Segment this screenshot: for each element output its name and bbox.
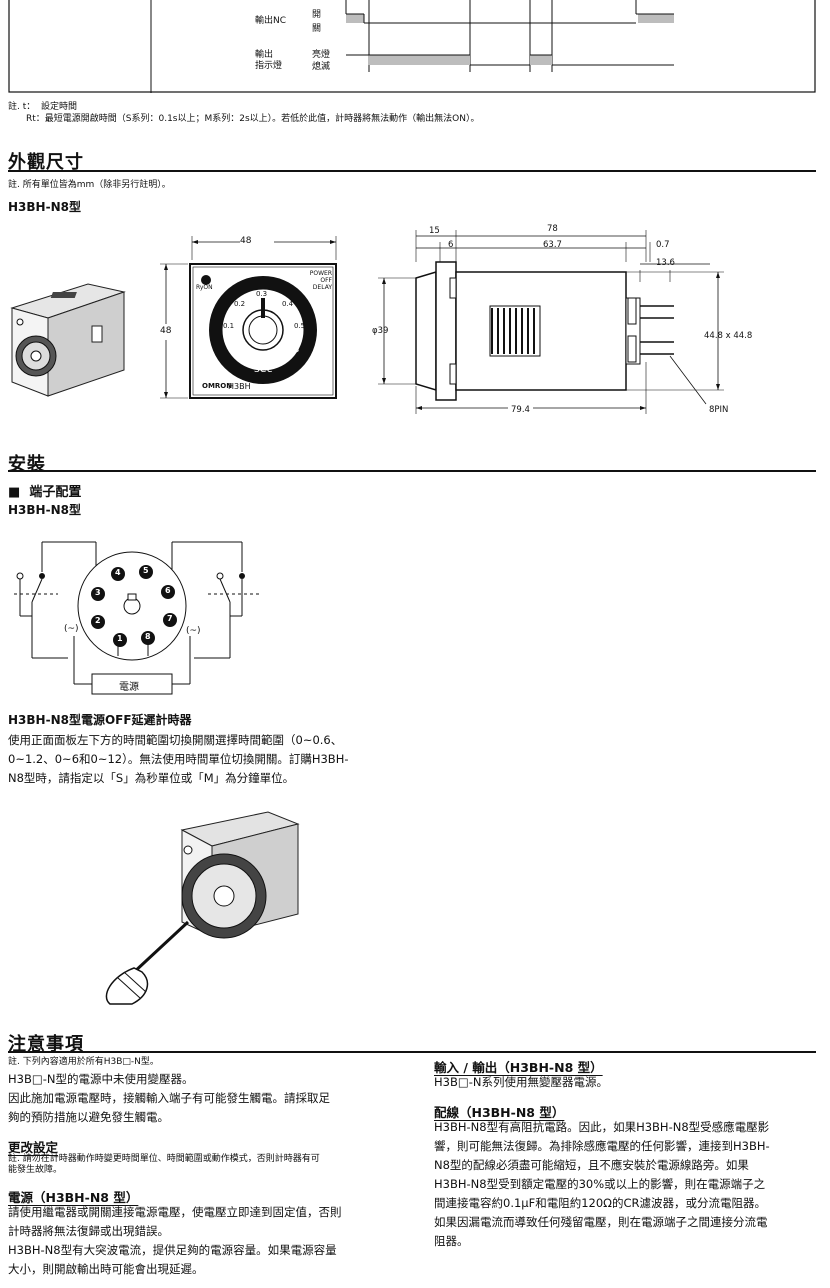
front-model-label: H3BH <box>228 382 251 391</box>
dial-mark-0-2: 0.2 <box>234 300 246 308</box>
dial-mark-0-3: 0.3 <box>256 290 268 298</box>
pin-1: 1 <box>117 634 123 643</box>
dim-0-7: 0.7 <box>656 240 670 250</box>
note-prefix: 註. t： <box>8 102 36 112</box>
wiring-title: 配線（H3BH-N8 型） <box>434 1105 565 1120</box>
change-settings-title: 更改設定 <box>8 1140 59 1155</box>
dimensions-rule <box>8 170 816 172</box>
pin-2: 2 <box>95 616 101 625</box>
dimensions-title: 外觀尺寸 <box>8 152 84 173</box>
dim-78: 78 <box>547 224 558 234</box>
dimensions-model: H3BH-N8型 <box>8 200 81 214</box>
state-close: 關 <box>312 24 322 34</box>
timing-chart: 輸出NC 開 關 輸出 指示燈 亮燈 熄滅 <box>8 0 816 93</box>
wiring-body: H3BH-N8型有高阻抗電路。因此，如果H3BH-N8型受感應電壓影 響，則可能… <box>434 1120 770 1248</box>
dim-15: 15 <box>429 226 440 236</box>
power-off-delay-label: POWER OFF DELAY <box>298 270 332 291</box>
state-off: 熄滅 <box>312 62 331 72</box>
dial-unit: sec <box>254 362 273 375</box>
precautions-note: 註. 下列內容適用於所有H3B□-N型。 <box>8 1057 159 1067</box>
front-width-label: 48 <box>240 236 252 246</box>
io-title: 輸入 / 輸出（H3BH-N8 型） <box>434 1060 603 1075</box>
change-settings-note: 註. 請勿在計時器動作時變更時間單位、時間範圍或動作模式，否則計時器有可 能發生… <box>8 1154 320 1175</box>
io-body: H3B□-N系列使用無變壓器電源。 <box>434 1075 608 1089</box>
dim-44-8: 44.8 x 44.8 <box>704 331 753 341</box>
dial-mark-0-5: 0.5 <box>294 322 306 330</box>
side-view-drawing <box>378 230 724 414</box>
dial-mark-0: 0 <box>230 346 236 355</box>
precautions-rule <box>8 1051 816 1053</box>
power-supply-title: 電源（H3BH-N8 型） <box>8 1190 139 1205</box>
dial-mark-0-6: 0.6 <box>288 346 300 354</box>
state-open: 開 <box>312 10 322 20</box>
state-lit: 亮燈 <box>312 50 331 60</box>
dim-6: 6 <box>448 240 454 250</box>
dim-63-7: 63.7 <box>543 240 562 250</box>
power-label: 電源 <box>119 682 139 693</box>
dial-mark-0-4: 0.4 <box>282 300 294 308</box>
ac-symbol-left: (~) <box>64 624 79 634</box>
note-rt: Rt：最短電源開啟時間（S系列：0.1s以上；M系列：2s以上）。若低於此值，計… <box>26 114 480 124</box>
brand-logo: OMRON <box>202 382 233 390</box>
pin-3: 3 <box>95 588 101 597</box>
panel-text-delay: DELAY <box>312 284 332 291</box>
pin-5: 5 <box>143 566 149 575</box>
note-text: 設定時間 <box>41 102 78 112</box>
install-model: H3BH-N8型 <box>8 503 81 517</box>
terminal-diagram <box>14 541 260 695</box>
precautions-transformer: H3B□-N型的電源中未使用變壓器。 因此施加電源電壓時，接觸輸入端子有可能發生… <box>8 1072 330 1124</box>
product-photo <box>10 283 126 397</box>
dim-79-4: 79.4 <box>508 405 533 415</box>
precautions-title: 注意事項 <box>8 1034 84 1055</box>
front-view-drawing <box>158 235 337 399</box>
screwdriver-photo <box>105 811 300 1005</box>
pin-4: 4 <box>115 568 121 577</box>
dim-8pin: 8PIN <box>709 405 729 415</box>
install-title: 安裝 <box>8 454 46 475</box>
front-height-label: 48 <box>160 326 172 336</box>
timing-chart-svg <box>8 0 816 93</box>
pin-7: 7 <box>167 614 173 623</box>
terminal-title: ■ 端子配置 <box>8 485 82 500</box>
delay-body: 使用正面面板左下方的時間範圍切換開關選擇時間範圍（0~0.6、 0~1.2、0~… <box>8 733 349 785</box>
led-label: RyON <box>196 284 213 291</box>
install-rule <box>8 470 816 472</box>
note-setting-time: 註. t： 設定時間 <box>8 102 77 113</box>
dim-13-6: 13.6 <box>656 258 675 268</box>
row-label-indicator: 輸出 指示燈 <box>255 50 283 71</box>
pin-8: 8 <box>145 632 151 641</box>
panel-text-off: OFF <box>320 277 332 284</box>
delay-title: H3BH-N8型電源OFF延遲計時器 <box>8 713 192 727</box>
panel-text-power: POWER <box>309 270 332 277</box>
power-supply-body: 請使用繼電器或開關連接電源電壓，使電壓立即達到固定值，否則 計時器將無法復歸或出… <box>8 1205 342 1276</box>
ac-symbol-right: (~) <box>186 626 201 636</box>
pin-6: 6 <box>165 586 171 595</box>
row-label-output-nc: 輸出NC <box>255 16 287 26</box>
dial-mark-0-1: 0.1 <box>223 322 235 330</box>
dim-phi39: φ39 <box>372 326 389 336</box>
dimensions-note: 註. 所有單位皆為mm（除非另行註明）。 <box>8 180 171 190</box>
